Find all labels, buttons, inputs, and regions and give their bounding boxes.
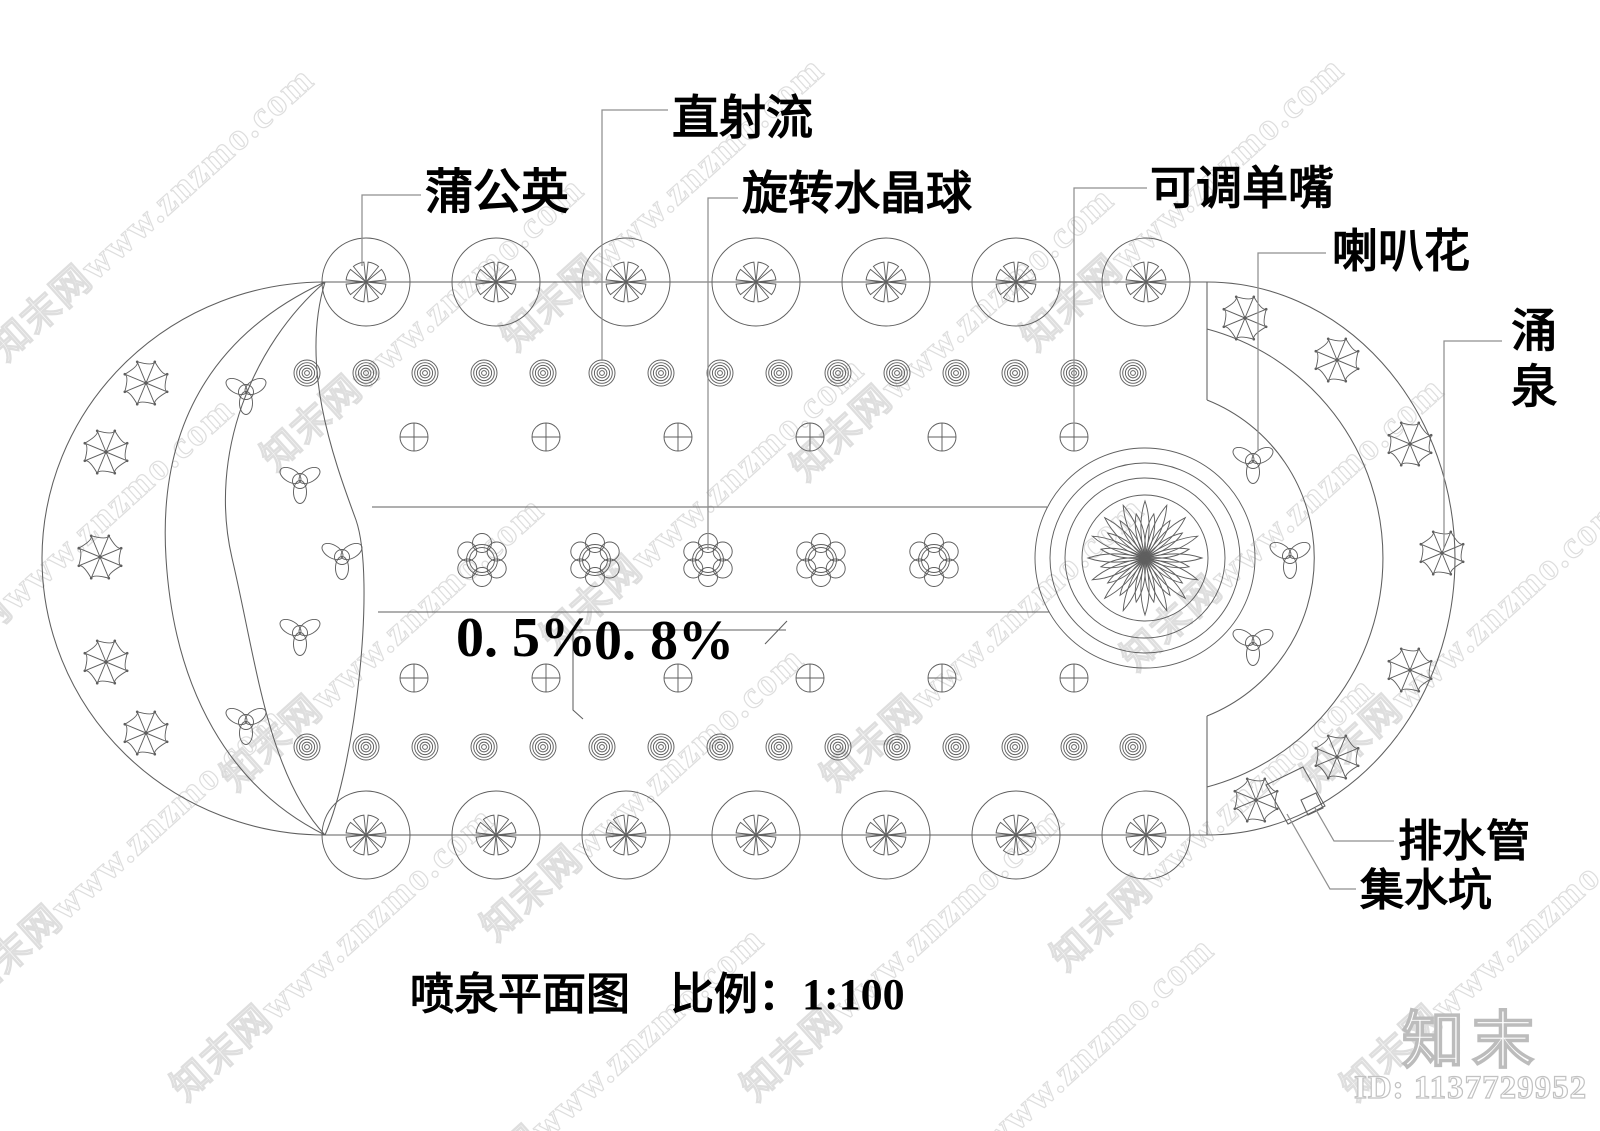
- trumpet-flower-symbol: [321, 542, 363, 580]
- callout-leader-lines: [361, 109, 1502, 890]
- adjustable-nozzle-symbol: [399, 663, 429, 693]
- gushing-spring-symbol: [77, 534, 123, 580]
- adjustable-nozzle-symbol: [795, 663, 825, 693]
- dandelion-symbol: [1101, 790, 1191, 880]
- znzmo-logo: 知末: [1401, 1007, 1543, 1077]
- image-id-text: ID: 1137729952: [1353, 1069, 1588, 1106]
- adjustable-nozzle-symbol: [1059, 663, 1089, 693]
- straight-jet-symbol: [706, 733, 734, 761]
- gushing-spring-symbol: [1314, 734, 1360, 780]
- callout-water-collection-pit: 集水坑: [1360, 866, 1492, 915]
- gushing-spring-symbol: [1314, 337, 1360, 383]
- drawing-scale: 比例：1:100: [670, 970, 905, 1019]
- callout-gushing-spring: 涌泉: [1505, 306, 1557, 418]
- straight-jet-symbol: [411, 359, 439, 387]
- gushing-spring-symbol: [123, 710, 169, 756]
- slope-annotation-lines: [572, 620, 788, 720]
- gushing-spring-symbol: [123, 360, 169, 406]
- callout-drain-pipe: 排水管: [1398, 817, 1530, 866]
- gushing-spring-symbol: [1419, 530, 1465, 576]
- trumpet-flower-symbol: [279, 618, 321, 656]
- dandelion-symbol: [841, 237, 931, 327]
- gushing-spring-symbol: [1233, 777, 1279, 823]
- straight-jet-symbol: [293, 733, 321, 761]
- dandelion-symbol: [451, 790, 541, 880]
- adjustable-nozzle-symbol: [399, 422, 429, 452]
- straight-jet-symbol: [529, 359, 557, 387]
- gushing-spring-symbol: [1387, 647, 1433, 693]
- straight-jet-symbol: [1119, 733, 1147, 761]
- straight-jet-symbol: [529, 733, 557, 761]
- rotating-crystal-ball-symbol: [457, 533, 507, 587]
- adjustable-nozzle-symbol: [531, 422, 561, 452]
- dandelion-symbol: [581, 237, 671, 327]
- trumpet-flower-symbol: [225, 707, 267, 745]
- dandelion-symbol: [971, 237, 1061, 327]
- straight-jet-symbol: [647, 733, 675, 761]
- trumpet-flower-symbol: [279, 466, 321, 504]
- rotating-crystal-ball-symbol: [683, 533, 733, 587]
- gushing-spring-symbol: [1222, 295, 1268, 341]
- gushing-spring-symbol: [1387, 421, 1433, 467]
- straight-jet-symbol: [470, 359, 498, 387]
- callout-adjustable-single-nozzle: 可调单嘴: [1150, 163, 1334, 214]
- rotating-crystal-ball-symbol: [796, 533, 846, 587]
- straight-jet-symbol: [824, 359, 852, 387]
- straight-jet-symbol: [588, 733, 616, 761]
- straight-jet-symbol: [706, 359, 734, 387]
- straight-jet-symbol: [588, 359, 616, 387]
- adjustable-nozzle-symbol: [927, 422, 957, 452]
- dandelion-symbol: [711, 237, 801, 327]
- trumpet-flower-symbol: [1269, 541, 1311, 579]
- dandelion-symbol: [321, 790, 411, 880]
- dandelion-symbol: [321, 237, 411, 327]
- gushing-spring-symbol: [83, 639, 129, 685]
- callout-straight-jet: 直射流: [672, 93, 813, 145]
- straight-jet-symbol: [765, 733, 793, 761]
- straight-jet-symbol: [352, 733, 380, 761]
- adjustable-nozzle-symbol: [927, 663, 957, 693]
- rotating-crystal-ball-symbol: [570, 533, 620, 587]
- straight-jet-symbol: [470, 733, 498, 761]
- drawing-title: 喷泉平面图: [410, 970, 630, 1019]
- straight-jet-symbol: [1001, 733, 1029, 761]
- straight-jet-symbol: [293, 359, 321, 387]
- adjustable-nozzle-symbol: [531, 663, 561, 693]
- straight-jet-symbol: [1119, 359, 1147, 387]
- straight-jet-symbol: [942, 733, 970, 761]
- straight-jet-symbol: [942, 359, 970, 387]
- gushing-spring-symbol: [83, 429, 129, 475]
- pool-outline-and-bands: [41, 281, 1456, 836]
- dandelion-symbol: [841, 790, 931, 880]
- trumpet-flower-symbol: [225, 377, 267, 415]
- adjustable-nozzle-symbol: [663, 663, 693, 693]
- dandelion-symbol: [581, 790, 671, 880]
- slope-label-0: 0. 5%: [456, 607, 596, 669]
- callout-dandelion: 蒲公英: [425, 166, 570, 219]
- straight-jet-symbol: [647, 359, 675, 387]
- callout-rotating-crystal-ball: 旋转水晶球: [742, 168, 972, 219]
- straight-jet-symbol: [1060, 733, 1088, 761]
- straight-jet-symbol: [1001, 359, 1029, 387]
- straight-jet-symbol: [352, 359, 380, 387]
- adjustable-nozzle-symbol: [1059, 422, 1089, 452]
- straight-jet-symbol: [883, 359, 911, 387]
- callout-trumpet-flower: 喇叭花: [1332, 226, 1470, 277]
- adjustable-nozzle-symbol: [795, 422, 825, 452]
- dandelion-symbol: [711, 790, 801, 880]
- straight-jet-symbol: [765, 359, 793, 387]
- dandelion-symbol: [1101, 237, 1191, 327]
- straight-jet-symbol: [824, 733, 852, 761]
- straight-jet-symbol: [411, 733, 439, 761]
- dandelion-symbol: [451, 237, 541, 327]
- slope-label-1: 0. 8%: [594, 610, 734, 672]
- trumpet-flower-symbol: [1232, 446, 1274, 484]
- rotating-crystal-ball-symbol: [909, 533, 959, 587]
- adjustable-nozzle-symbol: [663, 422, 693, 452]
- central-fountain-feature: [1034, 447, 1256, 669]
- dandelion-symbol: [971, 790, 1061, 880]
- straight-jet-symbol: [883, 733, 911, 761]
- trumpet-flower-symbol: [1232, 628, 1274, 666]
